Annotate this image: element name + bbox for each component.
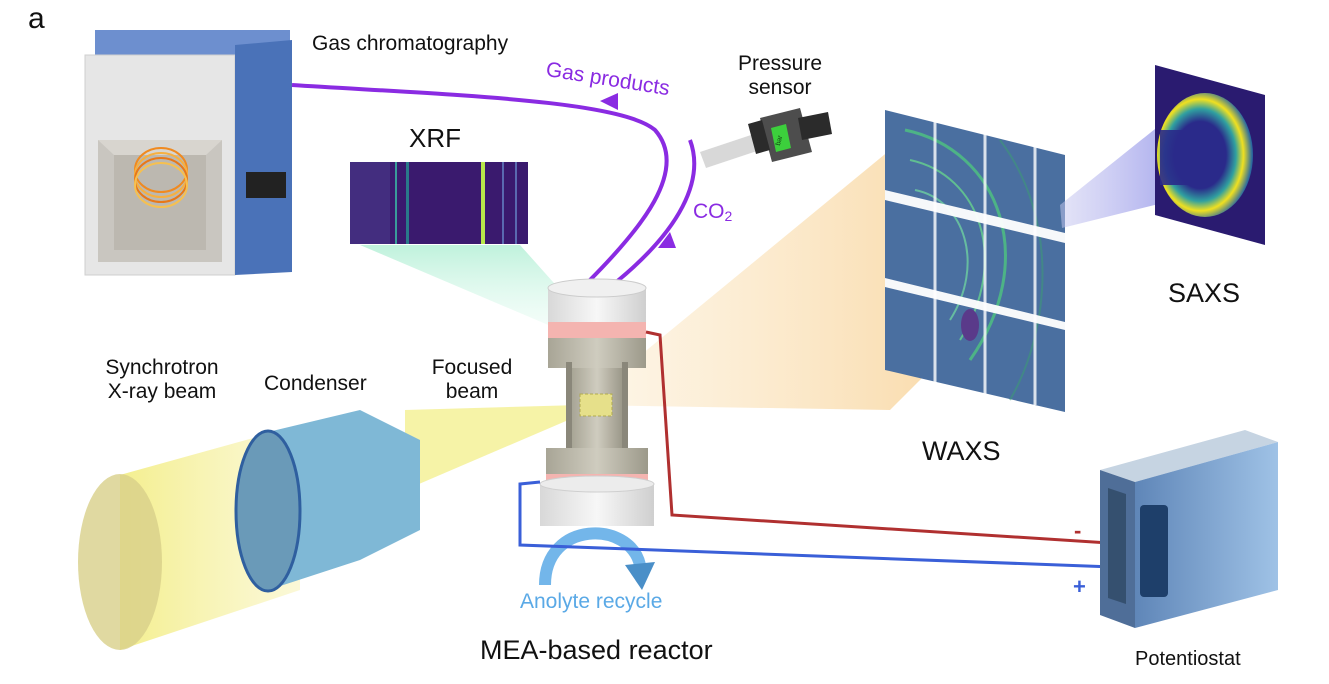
label-synchrotron: Synchrotron X-ray beam <box>92 356 232 404</box>
label-anolyte-recycle: Anolyte recycle <box>520 590 663 613</box>
label-minus-terminal: - <box>1074 518 1082 543</box>
focused-beam <box>405 405 580 490</box>
waxs-detector <box>885 110 1065 412</box>
label-potentiostat: Potentiostat <box>1135 648 1241 670</box>
label-pressure-sensor: Pressure sensor <box>732 52 828 100</box>
anolyte-recycle-arrowhead <box>625 562 655 590</box>
label-pressure-line2: sensor <box>748 76 812 100</box>
anode-wire <box>518 480 1141 570</box>
label-co2-sub: 2 <box>724 208 733 224</box>
mea-reactor <box>539 278 655 526</box>
label-co2-main: CO <box>693 200 725 223</box>
label-synchrotron-line1: Synchrotron <box>105 356 219 379</box>
synchrotron-beam-face <box>78 474 162 650</box>
saxs-detector <box>1155 65 1265 245</box>
label-condenser: Condenser <box>264 372 367 395</box>
label-waxs: WAXS <box>922 436 1001 466</box>
label-synchrotron-line2: X-ray beam <box>107 380 217 404</box>
label-mea-reactor: MEA-based reactor <box>480 635 713 665</box>
panel-letter: a <box>28 2 45 35</box>
xrf-spectrum-image <box>350 162 528 244</box>
label-gas-chromatography: Gas chromatography <box>312 32 509 55</box>
label-focused-line2: beam <box>445 380 499 404</box>
gas-products-arrowhead <box>600 93 618 110</box>
potentiostat <box>1100 430 1278 628</box>
label-plus-terminal: + <box>1073 574 1086 599</box>
cathode-wire <box>645 330 1141 547</box>
anolyte-recycle-arrow <box>539 527 646 586</box>
label-xrf: XRF <box>409 123 461 153</box>
label-saxs: SAXS <box>1168 278 1241 308</box>
pressure-sensor-display: bar <box>775 134 785 146</box>
label-focused-line1: Focused <box>431 356 513 379</box>
co2-line <box>613 139 697 285</box>
label-co2: CO2 <box>693 200 732 224</box>
pressure-sensor: bar <box>700 108 832 168</box>
co2-arrowhead <box>658 232 676 248</box>
gas-chromatograph <box>84 30 292 276</box>
label-focused-beam: Focused beam <box>424 356 520 404</box>
label-pressure-line1: Pressure <box>737 52 823 75</box>
gas-products-line <box>291 83 669 284</box>
xrf-light-cone <box>360 245 578 330</box>
condenser <box>234 410 420 593</box>
